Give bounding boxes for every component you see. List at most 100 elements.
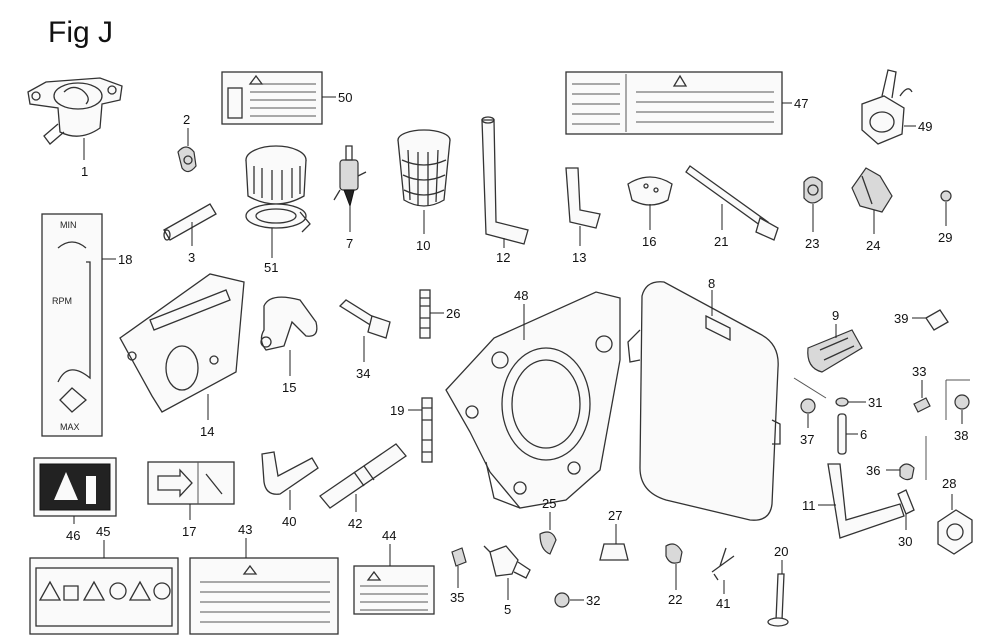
part-47-warning-label: [565, 71, 783, 135]
gauge-rpm-label: RPM: [52, 296, 72, 306]
part-43-label: [189, 557, 339, 635]
callout-10: 10: [416, 238, 430, 253]
callout-19: 19: [390, 403, 404, 418]
callout-29: 29: [938, 230, 952, 245]
part-14-heat-shield: [119, 273, 245, 413]
part-22-clamp: [665, 543, 683, 564]
callout-17: 17: [182, 524, 196, 539]
part-37-nut: [800, 398, 816, 414]
figure-title: Fig J: [48, 16, 113, 49]
part-8-air-cleaner-cover: [627, 281, 781, 521]
part-25-seal: [539, 531, 557, 555]
callout-20: 20: [774, 544, 788, 559]
callout-50: 50: [338, 90, 352, 105]
callout-36: 36: [866, 463, 880, 478]
callout-8: 8: [708, 276, 715, 291]
part-36-clamp: [899, 463, 915, 481]
callout-24: 24: [866, 238, 880, 253]
callout-43: 43: [238, 522, 252, 537]
callout-25: 25: [542, 496, 556, 511]
part-23-clamp: [803, 176, 823, 204]
part-13-bent-tube: [565, 167, 601, 229]
part-3-tube: [163, 203, 217, 241]
callout-35: 35: [450, 590, 464, 605]
part-10-strainer: [397, 129, 451, 207]
part-31-grommet: [835, 397, 849, 407]
part-11-breather-tube: [827, 463, 905, 539]
part-27-grommet: [599, 543, 629, 561]
part-40-elbow-tube: [261, 451, 319, 495]
part-6-tube: [837, 413, 847, 455]
callout-26: 26: [446, 306, 460, 321]
callout-3: 3: [188, 250, 195, 265]
callout-45: 45: [96, 524, 110, 539]
callout-5: 5: [504, 602, 511, 617]
part-26-stud: [419, 289, 431, 339]
callout-40: 40: [282, 514, 296, 529]
part-51-fuel-cap: [245, 145, 311, 233]
callout-30: 30: [898, 534, 912, 549]
part-42-tube: [319, 443, 407, 509]
part-19-stud: [421, 397, 433, 463]
callout-41: 41: [716, 596, 730, 611]
callout-18: 18: [118, 252, 132, 267]
part-9-foam-element: [807, 329, 863, 373]
part-45-warning-decal: [29, 557, 179, 635]
callout-13: 13: [572, 250, 586, 265]
callout-38: 38: [954, 428, 968, 443]
gauge-max-label: MAX: [60, 422, 80, 432]
callout-6: 6: [860, 427, 867, 442]
callout-9: 9: [832, 308, 839, 323]
part-15-starter-grip: [260, 296, 318, 351]
part-48-air-cleaner-case: [445, 291, 621, 509]
part-32-nut: [554, 592, 570, 608]
part-1-fuel-pump: [27, 77, 123, 145]
part-2-clip: [177, 146, 197, 173]
part-5-valve: [483, 545, 531, 579]
callout-32: 32: [586, 593, 600, 608]
part-44-label: [353, 565, 435, 615]
part-17-arrow-decal: [147, 461, 235, 505]
callout-27: 27: [608, 508, 622, 523]
callout-16: 16: [642, 234, 656, 249]
part-49-switch: [861, 69, 913, 145]
callout-23: 23: [805, 236, 819, 251]
part-21-bolt: [685, 165, 779, 241]
callout-11: 11: [802, 498, 816, 513]
part-29-washer: [940, 190, 952, 202]
part-39-cap: [925, 309, 949, 331]
callout-labels: 1 2 3 50 51 7 10 12 47 13 16 21 23 24 49…: [66, 90, 968, 617]
part-34-bolt: [338, 299, 391, 339]
part-7-fuel-valve: [333, 145, 367, 208]
callout-33: 33: [912, 364, 926, 379]
callout-37: 37: [800, 432, 814, 447]
callout-15: 15: [282, 380, 296, 395]
part-30-tube: [897, 489, 915, 515]
part-16-plug: [627, 176, 673, 206]
callout-48: 48: [514, 288, 528, 303]
part-38-nut: [954, 394, 970, 410]
part-33-clip: [913, 397, 931, 413]
part-18-rpm-decal: MIN RPM MAX: [41, 213, 103, 437]
callout-46: 46: [66, 528, 80, 543]
part-20-bolt: [767, 573, 789, 627]
callout-44: 44: [382, 528, 396, 543]
callout-39: 39: [894, 311, 908, 326]
part-28-flange-nut: [937, 509, 973, 555]
part-35-clip: [451, 547, 467, 567]
part-41-wire-clip: [711, 547, 735, 581]
part-12-bent-tube: [481, 116, 529, 245]
callout-49: 49: [918, 119, 932, 134]
callout-2: 2: [183, 112, 190, 127]
part-46-safety-decal: [33, 457, 117, 517]
callout-12: 12: [496, 250, 510, 265]
callout-42: 42: [348, 516, 362, 531]
gauge-min-label: MIN: [60, 220, 77, 230]
callout-21: 21: [714, 234, 728, 249]
callout-1: 1: [81, 164, 88, 179]
callout-7: 7: [346, 236, 353, 251]
part-50-warning-label: [221, 71, 323, 125]
callout-22: 22: [668, 592, 682, 607]
callout-14: 14: [200, 424, 214, 439]
